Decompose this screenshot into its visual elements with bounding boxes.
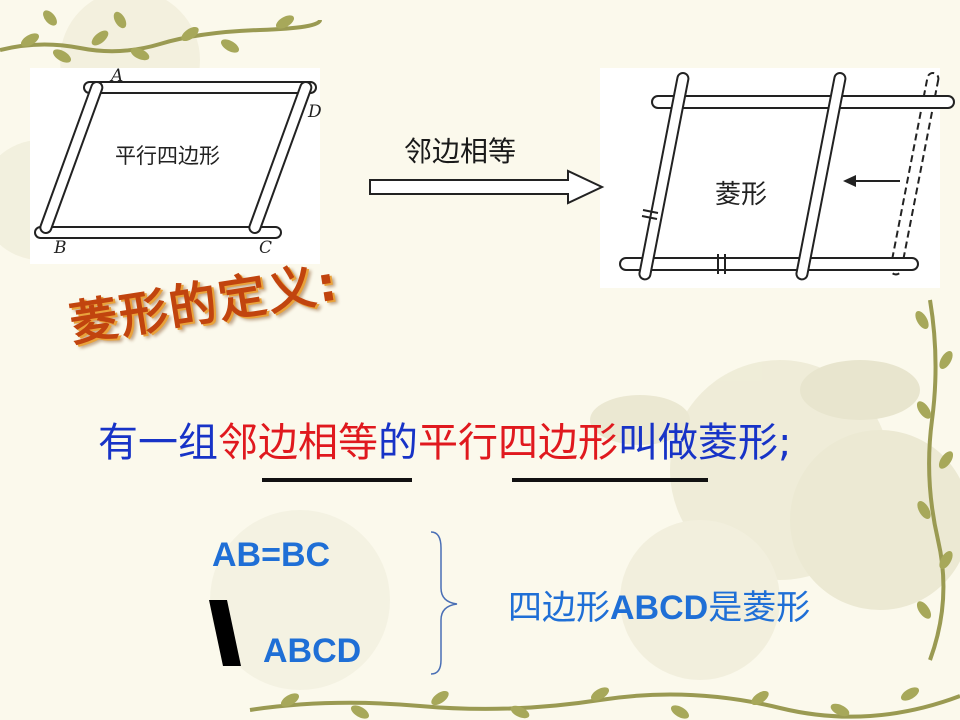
vertex-label-b: B [54, 238, 67, 258]
underline-adjacent-equal [262, 478, 412, 482]
brace [430, 531, 458, 675]
condition-ab-equals-bc: AB=BC [212, 536, 331, 574]
condition-abcd: ABCD [263, 632, 362, 670]
rhombus-label: 菱形 [715, 180, 768, 210]
arrow-label: 邻边相等 [404, 135, 517, 168]
underline-parallelogram [512, 478, 708, 482]
definition-part-adjacent-equal: 邻边相等 [218, 420, 378, 466]
conclusion: 四边形ABCD是菱形 [508, 580, 810, 629]
vertex-label-d: D [308, 102, 322, 122]
vertex-label-a: A [111, 66, 124, 86]
definition-part-5: 叫做菱形; [618, 420, 792, 466]
conclusion-part-1: 四边形 [508, 588, 610, 628]
definition-part-1: 有一组 [98, 420, 218, 466]
conclusion-part-abcd: ABCD [610, 589, 709, 627]
parallelogram-label: 平行四边形 [115, 144, 220, 168]
vertex-label-c: C [259, 238, 273, 258]
definition-part-parallelogram: 平行四边形 [418, 420, 618, 466]
definition-sentence: 有一组邻边相等的平行四边形叫做菱形; [98, 410, 791, 468]
definition-part-3: 的 [378, 420, 418, 466]
conclusion-part-3: 是菱形 [708, 588, 811, 628]
parallelogram-symbol [209, 600, 241, 666]
transform-arrow [369, 169, 605, 205]
